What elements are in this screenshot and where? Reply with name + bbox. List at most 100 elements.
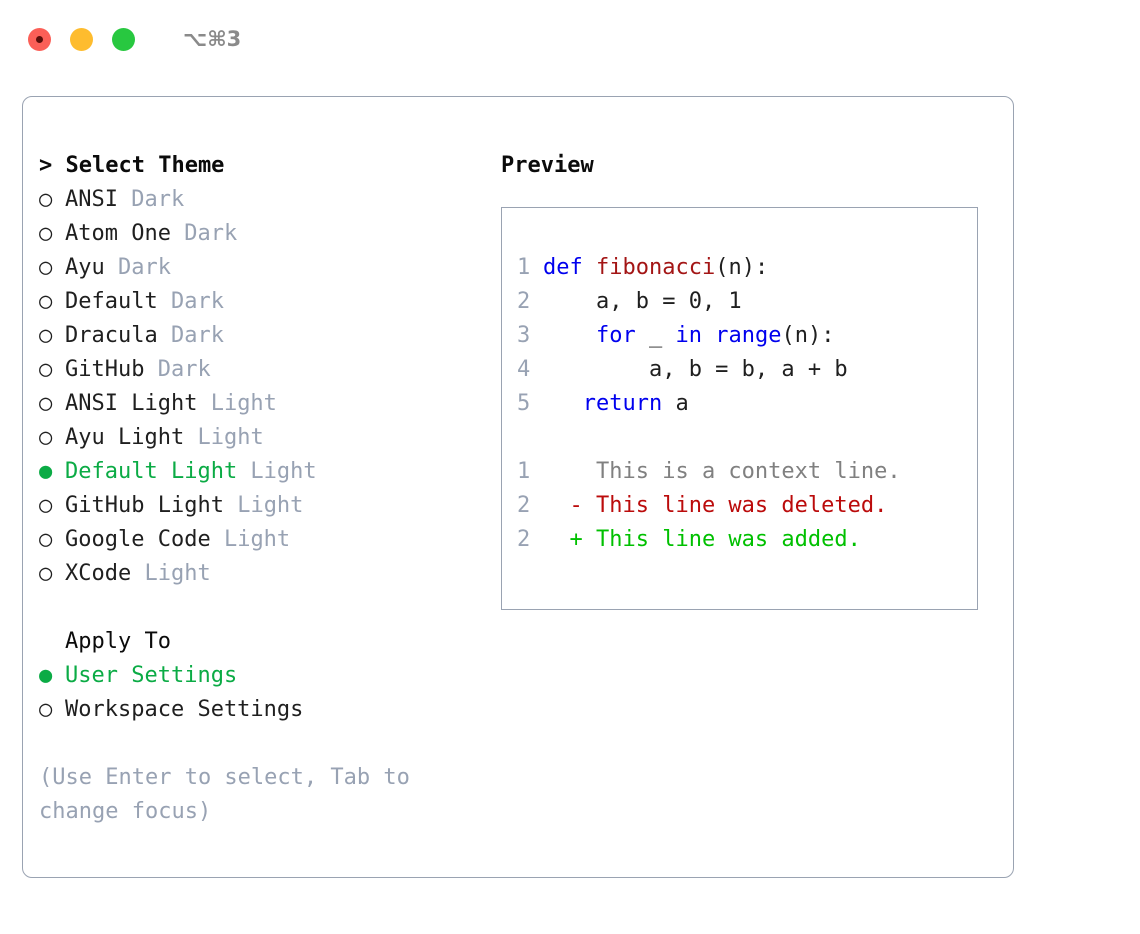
diff-line-add: 2 + This line was added. — [517, 523, 969, 557]
apply-to-option-user-settings[interactable]: ●User Settings — [39, 659, 489, 693]
theme-option-label: GitHub Light — [65, 493, 224, 518]
code-token-pl: a, b = b, a + b — [543, 357, 848, 382]
radio-unselected-icon: ○ — [39, 323, 53, 348]
theme-option-ayu-light[interactable]: ○ Ayu Light Light — [39, 421, 489, 455]
line-number: 1 — [517, 255, 531, 280]
code-token-pl: (n): — [715, 255, 769, 280]
panel-columns: > Select Theme ○ANSI Dark○Atom One Dark○… — [23, 97, 1013, 877]
theme-option-github[interactable]: ○ GitHub Dark — [39, 353, 489, 387]
theme-option-xcode[interactable]: ○XCode Light — [39, 557, 489, 591]
line-number: 1 — [517, 459, 531, 484]
window-controls — [28, 27, 135, 51]
code-token-fn: fibonacci — [595, 255, 716, 280]
line-number: 2 — [517, 493, 531, 518]
apply-to-option-label: User Settings — [65, 663, 238, 688]
theme-option-label: Ayu — [65, 255, 105, 280]
theme-option-ayu[interactable]: ○ Ayu Dark — [39, 251, 489, 285]
code-token-pl — [543, 323, 596, 348]
theme-option-tag: Dark — [117, 187, 185, 212]
theme-option-label: Default — [65, 289, 158, 314]
keyboard-shortcut-label: ⌥⌘3 — [183, 27, 242, 51]
apply-to-heading: Apply To — [65, 629, 171, 654]
radio-unselected-icon: ○ — [39, 391, 53, 416]
radio-unselected-icon: ○ — [39, 357, 53, 382]
theme-option-tag: Light — [237, 459, 317, 484]
diff-line-text: + This line was added. — [543, 527, 861, 552]
radio-unselected-icon: ○ — [39, 425, 53, 450]
radio-unselected-icon: ○ — [39, 561, 53, 586]
theme-option-ansi[interactable]: ○ ANSI Dark — [39, 183, 489, 217]
code-token-pl: a — [662, 391, 689, 416]
theme-option-atom-one[interactable]: ○Atom One Dark — [39, 217, 489, 251]
theme-option-label: Default Light — [65, 459, 238, 484]
minimize-button[interactable] — [70, 27, 93, 51]
select-theme-heading: > Select Theme — [39, 153, 225, 178]
theme-option-tag: Dark — [144, 357, 211, 382]
radio-selected-icon: ● — [39, 459, 53, 484]
theme-option-label: Atom One — [65, 221, 171, 246]
preview-heading: Preview — [501, 153, 594, 178]
theme-option-label: ANSI Light — [65, 391, 198, 416]
theme-option-tag: Light — [184, 425, 264, 450]
diff-line-ctx: 1 This is a context line. — [517, 455, 969, 489]
code-token-kw: in range — [675, 323, 782, 348]
theme-option-github-light[interactable]: ○ GitHub Light Light — [39, 489, 489, 523]
theme-option-tag: Light — [210, 527, 291, 552]
code-token-kw: for — [595, 323, 636, 348]
section-spacer — [39, 591, 489, 625]
theme-option-label: Ayu Light — [65, 425, 185, 450]
theme-option-list: ○ANSI Dark○Atom One Dark○Ayu Dark○Defaul… — [39, 183, 489, 591]
apply-to-option-label: Workspace Settings — [65, 697, 304, 722]
code-line: 4 a, b = b, a + b — [517, 353, 969, 387]
theme-option-tag: Dark — [170, 221, 238, 246]
diff-line-text: This is a context line. — [543, 459, 901, 484]
line-number: 3 — [517, 323, 531, 348]
theme-option-tag: Dark — [104, 255, 171, 280]
code-token-kw: def — [543, 255, 596, 280]
content-panel: > Select Theme ○ANSI Dark○Atom One Dark○… — [22, 96, 1014, 878]
apply-to-option-workspace-settings[interactable]: ○ Workspace Settings — [39, 693, 489, 727]
line-number: 2 — [517, 527, 531, 552]
theme-option-label: Google Code — [65, 527, 211, 552]
code-line: 2 a, b = 0, 1 — [517, 285, 969, 319]
radio-unselected-icon: ○ — [39, 255, 53, 280]
line-number: 5 — [517, 391, 531, 416]
theme-option-google-code[interactable]: ○Google Code Light — [39, 523, 489, 557]
radio-unselected-icon: ○ — [39, 493, 53, 518]
code-token-pl: _ — [635, 323, 676, 348]
theme-option-dracula[interactable]: ○ Dracula Dark — [39, 319, 489, 353]
code-token-pl: (n): — [781, 323, 835, 348]
theme-option-default[interactable]: ○ Default Dark — [39, 285, 489, 319]
theme-picker-column: > Select Theme ○ANSI Dark○Atom One Dark○… — [39, 149, 489, 829]
theme-option-ansi-light[interactable]: ○ANSI Light Light — [39, 387, 489, 421]
code-line: 1 def fibonacci(n): — [517, 251, 969, 285]
theme-option-default-light[interactable]: ● Default Light Light — [39, 455, 489, 489]
code-diff-spacer — [517, 421, 969, 455]
keyboard-hint-text: (Use Enter to select, Tab to change focu… — [39, 765, 424, 824]
maximize-button[interactable] — [112, 27, 135, 51]
close-button[interactable] — [28, 27, 51, 51]
code-token-pl — [543, 391, 583, 416]
theme-option-tag: Dark — [157, 323, 224, 348]
theme-option-tag: Light — [223, 493, 304, 518]
radio-unselected-icon: ○ — [39, 289, 53, 314]
diff-line-text: - This line was deleted. — [543, 493, 888, 518]
theme-option-tag: Dark — [157, 289, 224, 314]
radio-unselected-icon: ○ — [39, 187, 53, 212]
radio-unselected-icon: ○ — [39, 697, 53, 722]
line-number: 4 — [517, 357, 531, 382]
apply-to-option-list: ●User Settings ○ Workspace Settings — [39, 659, 489, 727]
line-number: 2 — [517, 289, 531, 314]
code-line: 3 for _ in range(n): — [517, 319, 969, 353]
window-titlebar: ⌥⌘3 — [0, 0, 1140, 78]
theme-option-label: GitHub — [65, 357, 145, 382]
code-token-kw: return — [582, 391, 663, 416]
theme-option-label: XCode — [65, 561, 132, 586]
theme-option-label: ANSI — [65, 187, 118, 212]
theme-option-label: Dracula — [65, 323, 158, 348]
